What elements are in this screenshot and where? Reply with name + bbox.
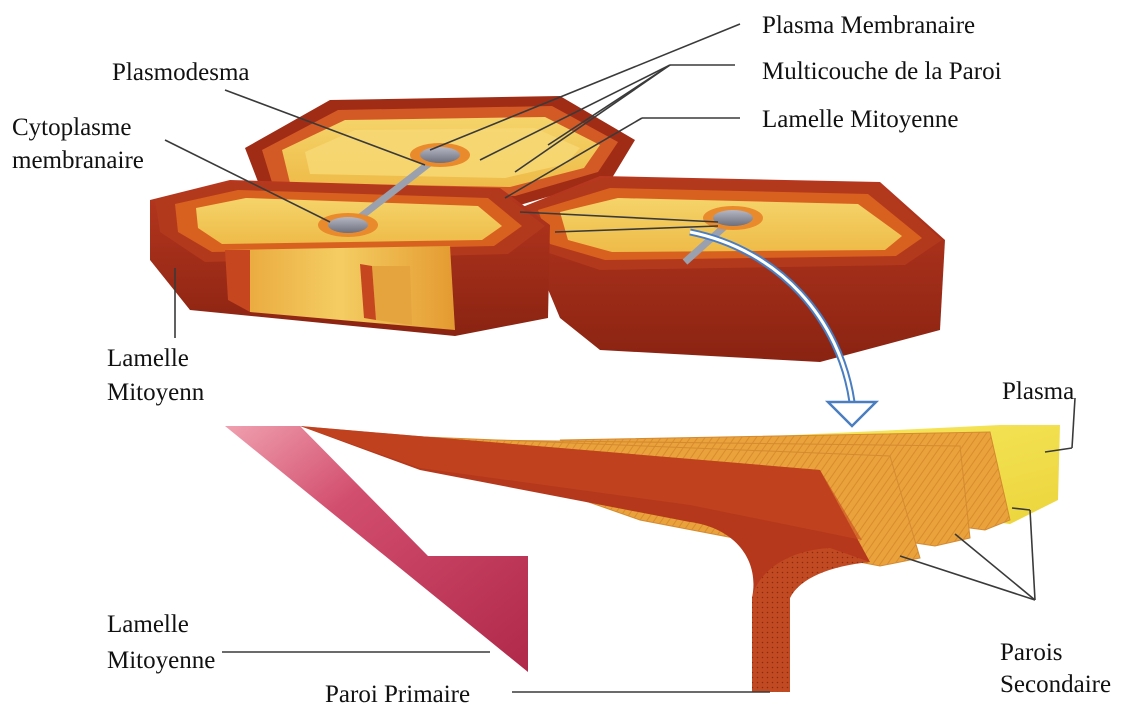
label-plasma: Plasma [1002, 378, 1074, 405]
label-plasmodesma: Plasmodesma [112, 59, 250, 86]
label-cytoplasme-2: membranaire [12, 147, 144, 174]
label-paroi-primaire: Paroi Primaire [325, 681, 470, 708]
right-cell [515, 176, 945, 362]
label-parois-1: Parois [1000, 639, 1063, 666]
label-lamelle-bottom-2: Mitoyenne [107, 647, 215, 674]
label-parois-2: Secondaire [1000, 671, 1111, 698]
label-multicouche: Multicouche de la Paroi [762, 58, 1002, 85]
left-cell [150, 180, 550, 336]
label-lamelle-left-1: Lamelle [107, 345, 189, 372]
label-lamelle-left-2: Mitoyenn [107, 379, 205, 406]
label-lamelle-bottom-1: Lamelle [107, 611, 189, 638]
label-cytoplasme-1: Cytoplasme [12, 114, 131, 141]
label-lamelle-mitoyenne-top: Lamelle Mitoyenne [762, 106, 958, 133]
label-plasma-membranaire: Plasma Membranaire [762, 12, 975, 39]
